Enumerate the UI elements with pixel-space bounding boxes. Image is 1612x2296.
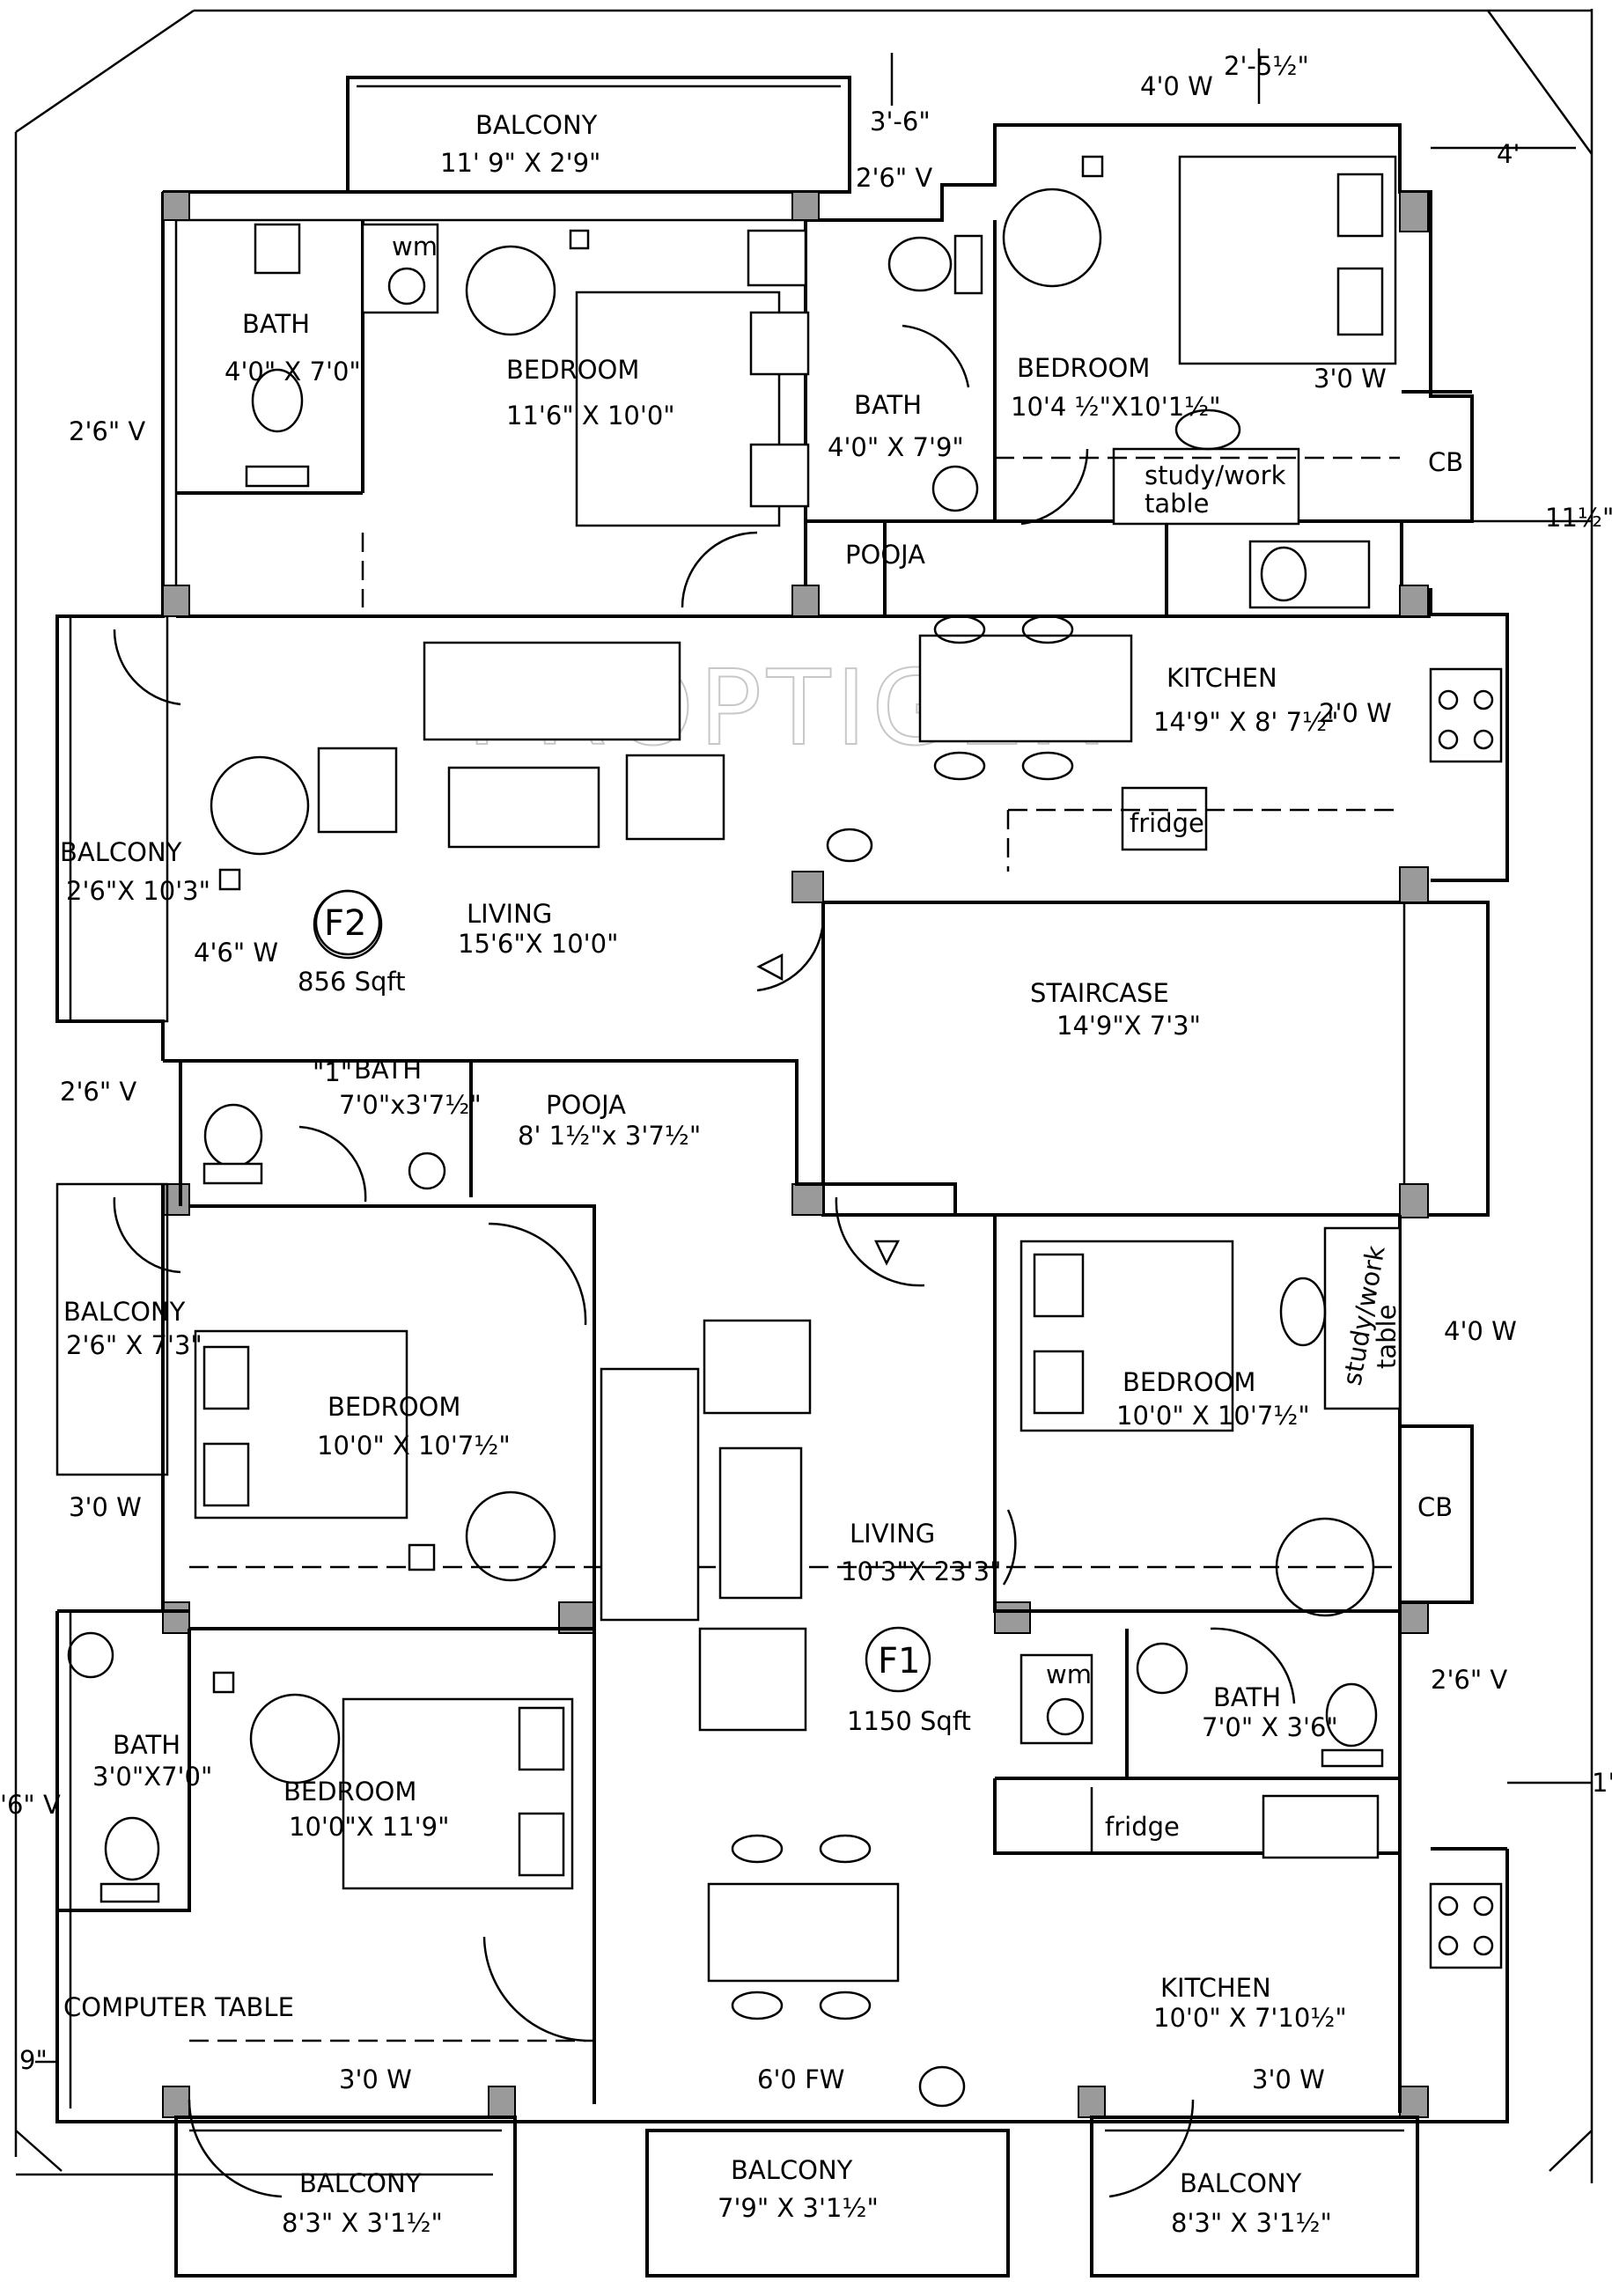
flat-f2-area: 856 Sqft (298, 967, 405, 997)
staircase-dims: 14'9"X 7'3" (1056, 1011, 1201, 1041)
opening-label-16: '6" V (0, 1790, 61, 1820)
f1-furniture (67, 1103, 1503, 2108)
opening-label-11: 2'6" V (60, 1077, 136, 1107)
balcony-f2-left-dims: 2'6"X 10'3" (66, 876, 210, 906)
cb-label-f2: CB (1428, 447, 1463, 477)
bath-f2-left-name: BATH (242, 309, 310, 339)
balcony-f1-left-name: BALCONY (63, 1297, 186, 1327)
study-table-f1-line2: table (1372, 1305, 1402, 1369)
balcony-b2-dims: 7'9" X 3'1½" (718, 2193, 879, 2223)
bedroom-f1-left-name: BEDROOM (328, 1392, 460, 1422)
bedroom-f2-main-name: BEDROOM (506, 355, 639, 385)
bedroom-f1-right-dims: 10'0" X 10'7½" (1116, 1401, 1310, 1431)
opening-label-19: 6'0 FW (757, 2064, 844, 2094)
flat-f1-label: F1 (878, 1641, 920, 1682)
bath-f1-right-dims: 7'0" X 3'6" (1202, 1712, 1338, 1742)
dimension-ticks (35, 48, 1592, 2064)
opening-label-2: 2'-5½" (1224, 51, 1309, 81)
living-f1-name: LIVING (850, 1519, 935, 1549)
bedroom-f1-right-name: BEDROOM (1123, 1367, 1255, 1397)
pooja-f1-name: POOJA (546, 1090, 626, 1120)
kitchen-f1-dims: 10'0" X 7'10½" (1153, 2003, 1347, 2033)
kitchen-f1-name: KITCHEN (1160, 1973, 1271, 2003)
opening-label-7: 2'6" V (69, 416, 145, 446)
pooja-f2-name: POOJA (845, 540, 925, 570)
balcony-f2-left-name: BALCONY (60, 837, 182, 867)
opening-label-1: 4'0 W (1140, 71, 1213, 101)
bath-f2-mid-dims: 4'0" X 7'9" (828, 432, 964, 462)
living-f2-dims: 15'6"X 10'0" (458, 929, 618, 959)
opening-label-6: 3'0 W (1314, 364, 1387, 394)
bedroom-f2-right-dims: 10'4 ½"X10'1½" (1011, 392, 1221, 422)
bedroom-f1-bottom-name: BEDROOM (283, 1777, 416, 1807)
opening-label-5: 4' (1497, 139, 1520, 169)
bath-f1-left-name: BATH (113, 1730, 180, 1760)
bath-f1-top-name: BATH (354, 1055, 422, 1085)
computer-table-label: COMPUTER TABLE (63, 1992, 294, 2022)
balcony-b3-name: BALCONY (1180, 2168, 1302, 2198)
fridge-label-f1: fridge (1105, 1812, 1180, 1842)
balcony-f1-left-dims: 2'6" X 7'3" (66, 1330, 202, 1360)
flat-f2-label: F2 (324, 903, 366, 944)
opening-labels: 4'0 W 2'-5½" 3'-6" 2'6" V 4' 3'0 W 2'6" … (0, 51, 1612, 2094)
opening-label-18: 3'0 W (339, 2064, 412, 2094)
opening-label-10: 4'6" W (194, 938, 278, 968)
pillars (162, 191, 1429, 2118)
kitchen-f2-dims: 14'9" X 8' 7½" (1153, 707, 1339, 737)
fixture-labels: wm wm fridge fridge CB CB study/work tab… (63, 232, 1463, 2022)
staircase-name: STAIRCASE (1030, 978, 1169, 1008)
balcony-b2-name: BALCONY (731, 2155, 853, 2185)
bath-f1-top-dims: 7'0"x3'7½" (339, 1090, 482, 1120)
balcony-b1-name: BALCONY (299, 2168, 422, 2198)
opening-label-3: 3'-6" (870, 107, 931, 136)
pooja-f1-dims: 8' 1½"x 3'7½" (518, 1121, 701, 1151)
bath-f2-mid-name: BATH (854, 390, 922, 420)
bath-f2-left-dims: 4'0" X 7'0" (225, 357, 361, 386)
opening-label-13: 4'0 W (1444, 1316, 1517, 1346)
bath-f1-right-name: BATH (1213, 1682, 1281, 1712)
opening-label-15: 1' (1592, 1768, 1612, 1798)
balcony-b1-dims: 8'3" X 3'1½" (282, 2208, 443, 2238)
balcony-top-name: BALCONY (475, 110, 598, 140)
kitchen-f2-name: KITCHEN (1167, 663, 1277, 693)
opening-label-4: 2'6" V (856, 163, 932, 193)
balcony-b3-dims: 8'3" X 3'1½" (1171, 2208, 1332, 2238)
bedroom-f1-left-dims: 10'0" X 10'7½" (317, 1431, 511, 1461)
wm-label-f1: wm (1046, 1659, 1092, 1689)
f2-furniture (210, 155, 1503, 960)
study-table-f2-line2: table (1145, 489, 1209, 519)
study-table-f2-line1: study/work (1145, 460, 1286, 490)
opening-label-14: 2'6" V (1431, 1665, 1507, 1695)
site-boundary (14, 9, 1594, 2183)
opening-label-17: 9" (19, 2045, 48, 2075)
balcony-top-dims: 11' 9" X 2'9" (440, 148, 600, 178)
living-f1-dims: 10'3"X 23'3" (841, 1556, 1001, 1586)
cb-label-f1: CB (1417, 1492, 1453, 1522)
opening-label-8: 11½" (1545, 503, 1612, 533)
wm-label-f2: wm (392, 232, 438, 261)
bath-f1-left-dims: 3'0"X7'0" (92, 1762, 212, 1792)
opening-label-12: 3'0 W (69, 1492, 142, 1522)
opening-label-9: 2'0 W (1319, 698, 1392, 728)
flat-badges: F2 856 Sqft F1 1150 Sqft (298, 889, 971, 1736)
bedroom-f2-right-name: BEDROOM (1017, 353, 1150, 383)
opening-label-20: 3'0 W (1252, 2064, 1325, 2094)
room-labels: BALCONY 11' 9" X 2'9" BATH 4'0" X 7'0" B… (60, 110, 1347, 2238)
bedroom-f2-main-dims: 11'6" X 10'0" (506, 401, 675, 430)
flat-f1-area: 1150 Sqft (847, 1706, 971, 1736)
bedroom-f1-bottom-dims: 10'0"X 11'9" (289, 1812, 449, 1842)
opening-label-21: "1" (313, 1057, 352, 1087)
living-f2-name: LIVING (467, 899, 552, 929)
fridge-label-f2: fridge (1130, 808, 1204, 838)
